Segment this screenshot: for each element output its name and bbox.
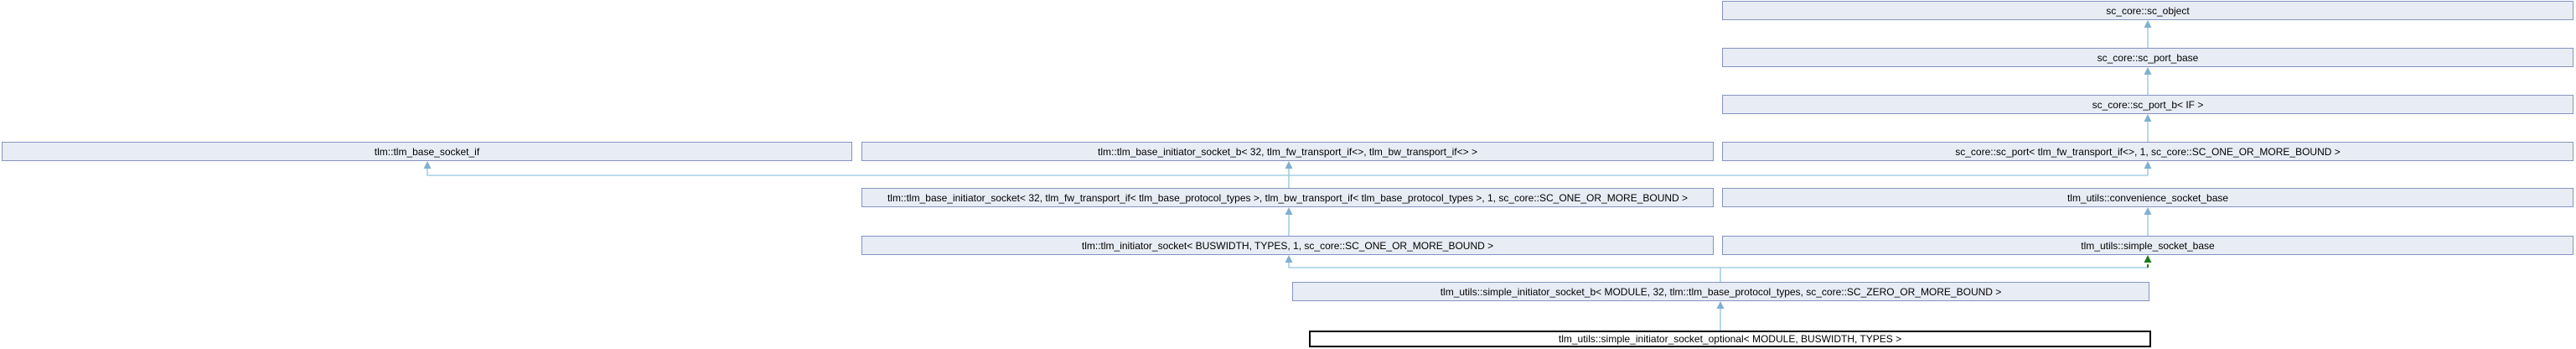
class-node[interactable]: sc_core::sc_port_b< IF >: [1722, 95, 2573, 114]
inheritance-arrowhead-icon: [1285, 255, 1293, 263]
class-node[interactable]: tlm_utils::simple_socket_base: [1722, 236, 2573, 255]
inheritance-arrowhead-icon: [423, 161, 432, 169]
class-node[interactable]: tlm::tlm_base_socket_if: [2, 142, 852, 161]
inheritance-arrowhead-icon: [2144, 161, 2152, 169]
inheritance-arrowhead-icon: [1285, 161, 1293, 169]
class-node[interactable]: sc_core::sc_port< tlm_fw_transport_if<>,…: [1722, 142, 2573, 161]
inheritance-arrowhead-icon: [2144, 207, 2152, 215]
class-node[interactable]: sc_core::sc_object: [1722, 1, 2573, 20]
public-inheritance-edge: [1289, 164, 2149, 176]
class-node[interactable]: tlm_utils::simple_initiator_socket_b< MO…: [1292, 282, 2149, 301]
inheritance-arrowhead-icon: [2144, 20, 2152, 28]
inheritance-arrowhead-icon: [1285, 207, 1293, 215]
inheritance-arrowhead-icon: [2144, 67, 2152, 75]
class-node[interactable]: tlm::tlm_base_initiator_socket_b< 32, tl…: [861, 142, 1714, 161]
public-inheritance-edge: [1288, 258, 1721, 282]
inheritance-arrowhead-icon: [2144, 114, 2152, 122]
public-inheritance-edge: [427, 164, 1290, 188]
class-node-current: tlm_utils::simple_initiator_socket_optio…: [1309, 331, 2151, 347]
inheritance-arrowhead-icon: [1716, 301, 1725, 309]
class-node[interactable]: tlm_utils::convenience_socket_base: [1722, 188, 2573, 207]
inheritance-arrowhead-icon: [2144, 255, 2152, 263]
class-node[interactable]: tlm::tlm_base_initiator_socket< 32, tlm_…: [861, 188, 1714, 207]
class-node[interactable]: tlm::tlm_initiator_socket< BUSWIDTH, TYP…: [861, 236, 1714, 255]
class-node[interactable]: sc_core::sc_port_base: [1722, 48, 2573, 67]
